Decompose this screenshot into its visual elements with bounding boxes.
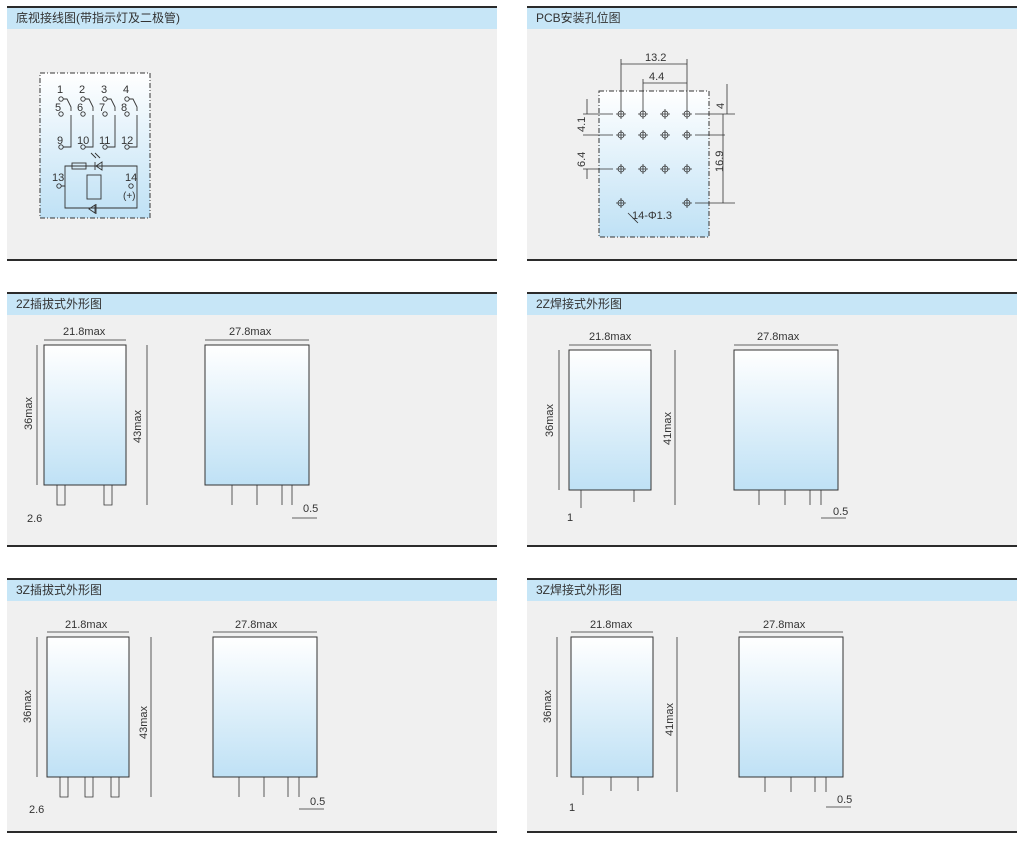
pcb-holes	[616, 109, 692, 208]
wiring-diagram: 1 2 3 4 5 6 7 8 9 10 11 12 13 14 (+)	[39, 72, 151, 219]
panel-title: 2Z焊接式外形图	[527, 294, 1017, 315]
dim-height: 36max	[23, 396, 35, 430]
dim-4: 4	[715, 103, 727, 109]
dim-depth: 27.8max	[229, 326, 272, 338]
pin-label: 1	[57, 84, 63, 96]
polarity-label: (+)	[123, 191, 136, 202]
dim-pin-thk: 0.5	[310, 796, 325, 808]
dim-width: 21.8max	[63, 326, 106, 338]
dim-total: 41max	[664, 702, 676, 736]
dim-total: 41max	[662, 411, 674, 445]
dim-4-1: 4.1	[576, 117, 588, 132]
pin-label: 11	[99, 135, 110, 147]
hole-label: 14-Φ1.3	[632, 210, 672, 222]
dim-depth: 27.8max	[757, 331, 800, 343]
panel-wiring: 底视接线图(带指示灯及二极管)	[7, 6, 497, 261]
dim-depth: 27.8max	[235, 619, 278, 631]
outline-3z-plug: 21.8max 27.8max 36max 43max 2.6 0.5	[22, 619, 325, 816]
dim-pin-thk: 0.5	[837, 794, 852, 806]
panel-3z-solder: 3Z焊接式外形图 21.8max 27.8max 36max 41max 1 0…	[527, 578, 1017, 833]
pin-label: 10	[77, 135, 89, 147]
dim-pin-thk: 0.5	[303, 503, 318, 515]
dim-pin: 1	[567, 512, 573, 524]
dim-pin-thk: 0.5	[833, 506, 848, 518]
pin-label: 9	[57, 135, 63, 147]
outline-2z-solder: 21.8max 27.8max 36max 41max 1 0.5	[544, 331, 848, 524]
dim-height: 36max	[542, 689, 554, 723]
panel-title: 3Z焊接式外形图	[527, 580, 1017, 601]
pcb-outline	[598, 90, 710, 238]
dim-height: 36max	[544, 403, 556, 437]
dim-4-4: 4.4	[649, 71, 664, 83]
panel-title: 2Z插拔式外形图	[7, 294, 497, 315]
pin-label: 7	[99, 102, 105, 114]
dim-width: 21.8max	[590, 619, 633, 631]
dim-13-2: 13.2	[645, 52, 666, 64]
dim-16-9: 16.9	[714, 151, 726, 172]
pin-label: 4	[123, 84, 129, 96]
dim-depth: 27.8max	[763, 619, 806, 631]
dim-total: 43max	[132, 409, 144, 443]
panel-title: PCB安装孔位图	[527, 8, 1017, 29]
panel-title: 3Z插拔式外形图	[7, 580, 497, 601]
dim-total: 43max	[138, 705, 150, 739]
wiring-outline	[39, 72, 151, 219]
panel-pcb: PCB安装孔位图	[527, 6, 1017, 261]
pin-label: 12	[121, 135, 133, 147]
outline-3z-solder: 21.8max 27.8max 36max 41max 1 0.5	[542, 619, 852, 814]
dim-6-4: 6.4	[576, 152, 588, 167]
pcb-diagram: 13.2 4.4 4 4.1 6.4 16.9 14-Φ1.3	[576, 52, 735, 238]
dim-height: 36max	[22, 689, 34, 723]
pin-label: 14	[125, 172, 137, 184]
dim-pin: 1	[569, 802, 575, 814]
pin-label: 13	[52, 172, 64, 184]
pin-label: 8	[121, 102, 127, 114]
panel-2z-plug: 2Z插拔式外形图 21.8max 27.8max 36max 43max 2.6…	[7, 292, 497, 547]
pin-label: 2	[79, 84, 85, 96]
dim-pin: 2.6	[27, 513, 42, 525]
outline-2z-plug: 21.8max 27.8max 36max 43max 2.6 0.5	[23, 326, 318, 525]
pin-label: 5	[55, 102, 61, 114]
dim-width: 21.8max	[65, 619, 108, 631]
panel-3z-plug: 3Z插拔式外形图 21.8max 27.8max 36max 43max 2.6…	[7, 578, 497, 833]
panel-2z-solder: 2Z焊接式外形图 21.8max 27.8max 36max 41max 1 0…	[527, 292, 1017, 547]
dim-width: 21.8max	[589, 331, 632, 343]
dim-pin: 2.6	[29, 804, 44, 816]
pin-label: 6	[77, 102, 83, 114]
panel-title: 底视接线图(带指示灯及二极管)	[7, 8, 497, 29]
pin-label: 3	[101, 84, 107, 96]
